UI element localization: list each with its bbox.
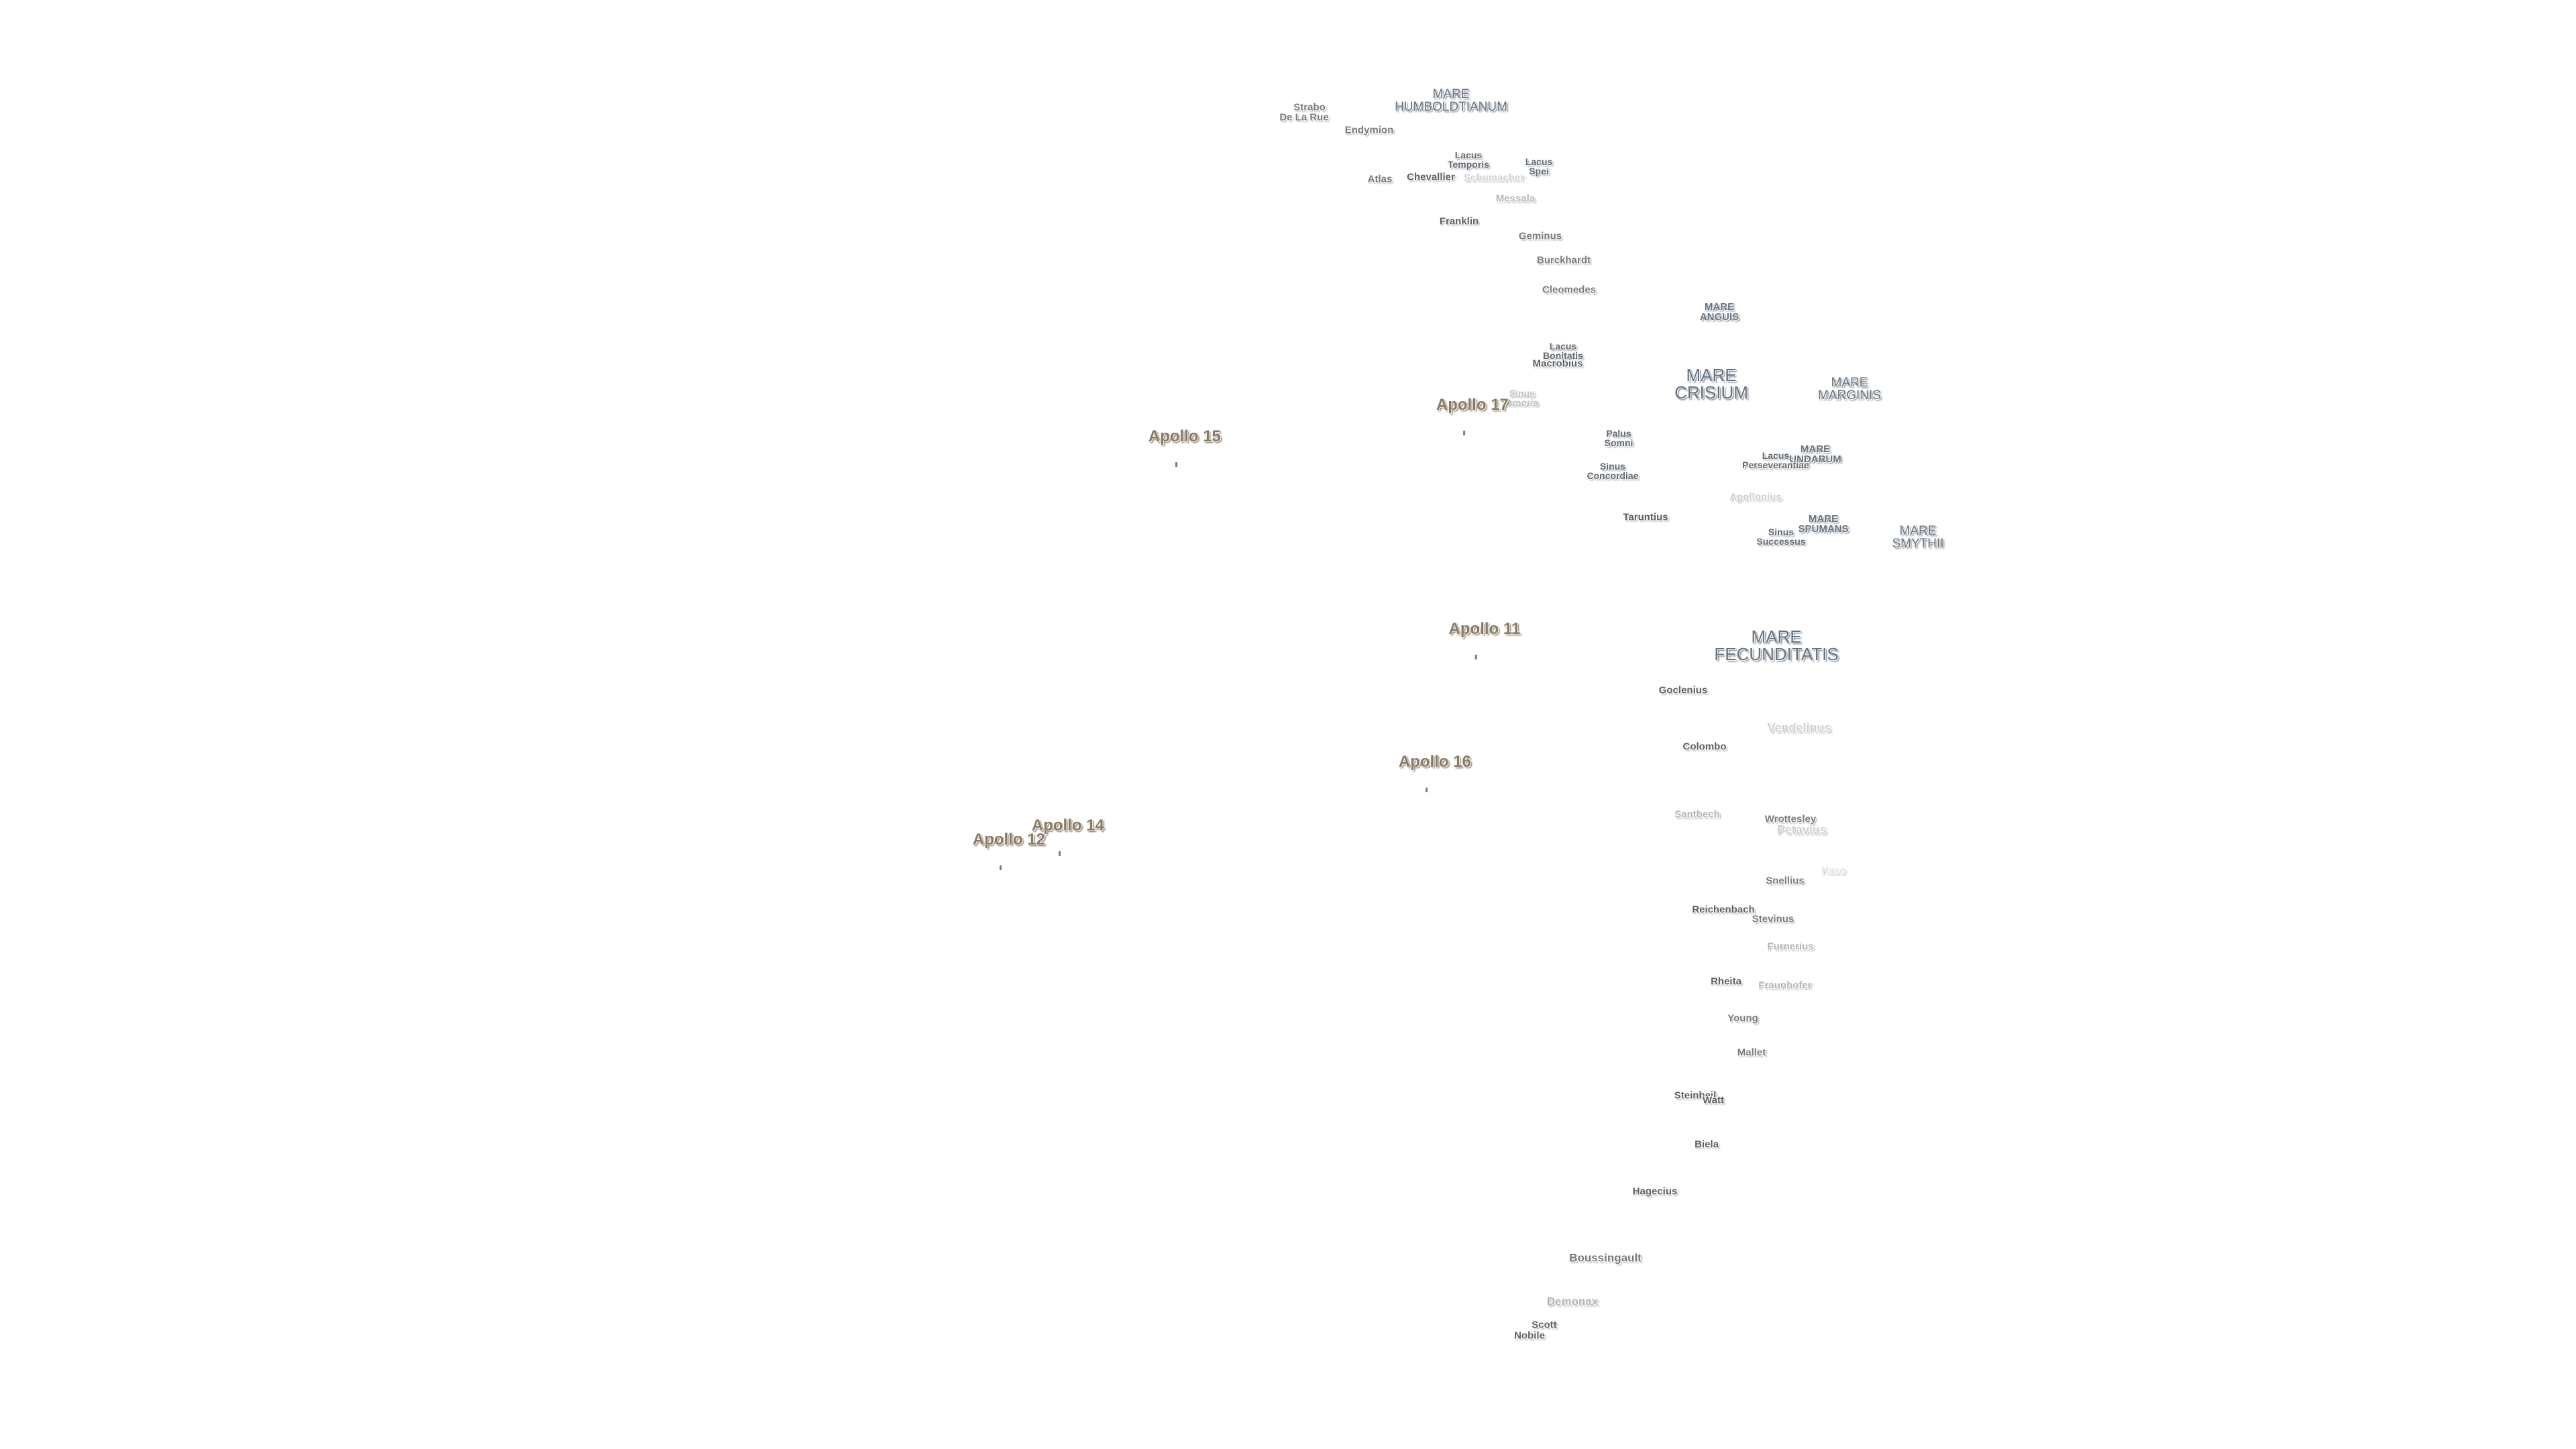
crater-messala-label: Messala (1495, 193, 1536, 205)
crater-snellius-label: Snellius (1766, 875, 1805, 887)
mare-crisium-label: MARE CRISIUM (1674, 365, 1748, 402)
apollo-14-site-label[interactable]: Apollo 14 (1014, 802, 1104, 856)
sinus-amoris-label: Sinus Amoris (1505, 388, 1539, 408)
crater-chevallier-label: Chevallier (1407, 171, 1455, 183)
crater-de-la-rue-label: De La Rue (1279, 111, 1329, 123)
apollo-11-name: Apollo 11 (1448, 620, 1521, 638)
crater-petavius-label: Petavius (1776, 823, 1827, 837)
mare-fecunditatis-label: MARE FECUNDITATIS (1714, 627, 1839, 664)
crater-mallet-label: Mallet (1737, 1046, 1766, 1059)
mare-marginis-label: MARE MARGINIS (1818, 376, 1881, 402)
crater-furnerius-label: Furnerius (1767, 941, 1814, 953)
crater-schumacher-label: Schumacher (1463, 172, 1525, 184)
sinus-concordiae-label: Sinus Concordiae (1587, 461, 1639, 481)
crater-fraunhofer-label: Fraunhofer (1758, 979, 1812, 991)
apollo-11-site-label[interactable]: Apollo 11 (1432, 605, 1521, 659)
mare-undarum-label: MARE UNDARUM (1789, 443, 1841, 465)
crater-santbech-label: Santbech (1674, 808, 1720, 820)
landing-pin-icon (1175, 462, 1177, 467)
crater-geminus-label: Geminus (1518, 230, 1562, 242)
landing-pin-icon (999, 865, 1002, 870)
mare-smythii-label: MARE SMYTHII (1892, 524, 1944, 551)
crater-burckhardt-label: Burckhardt (1536, 254, 1591, 266)
landing-pin-icon (1462, 431, 1465, 435)
landing-pin-icon (1425, 788, 1428, 792)
apollo-15-site-label[interactable]: Apollo 15 (1131, 413, 1221, 467)
crater-boussingault-label: Boussingault (1569, 1251, 1642, 1265)
apollo-16-name: Apollo 16 (1398, 753, 1471, 771)
apollo-17-site-label[interactable]: Apollo 17 (1419, 381, 1509, 435)
crater-goclenius-label: Goclenius (1658, 684, 1708, 696)
crater-vendelinus-label: Vendelinus (1767, 721, 1831, 735)
crater-cleomedes-label: Cleomedes (1542, 284, 1597, 296)
crater-rheita-label: Rheita (1711, 975, 1741, 987)
crater-reichenbach-label: Reichenbach (1692, 904, 1755, 916)
sinus-successus-label: Sinus Successus (1756, 527, 1806, 547)
crater-young-label: Young (1727, 1012, 1758, 1024)
apollo-16-site-label[interactable]: Apollo 16 (1381, 738, 1471, 792)
crater-atlas-label: Atlas (1367, 173, 1393, 185)
crater-taruntius-label: Taruntius (1623, 511, 1668, 523)
crater-steinheil-label: Steinheil (1674, 1089, 1717, 1102)
crater-wrottesley-label: Wrottesley (1764, 813, 1817, 825)
lacus-bonitatis-label: Lacus Bonitatis (1543, 341, 1583, 361)
crater-hase-label: Hase (1821, 865, 1845, 877)
apollo-14-name: Apollo 14 (1031, 816, 1104, 835)
crater-strabo-label: Strabo (1293, 101, 1326, 113)
crater-demonax-label: Demonax (1546, 1295, 1599, 1308)
lacus-temporis-label: Lacus Temporis (1448, 150, 1489, 170)
crater-colombo-label: Colombo (1682, 741, 1727, 753)
landing-pin-icon (1475, 655, 1477, 659)
mare-spumans-label: MARE SPUMANS (1798, 513, 1849, 535)
crater-franklin-label: Franklin (1439, 215, 1479, 227)
apollo-15-name: Apollo 15 (1148, 427, 1221, 445)
apollo-17-name: Apollo 17 (1436, 396, 1509, 414)
crater-stevinus-label: Stevinus (1752, 913, 1794, 925)
landing-pin-icon (1058, 851, 1061, 856)
crater-watt-label: Watt (1703, 1094, 1724, 1106)
crater-apollonius-label: Apollonius (1729, 491, 1782, 503)
crater-macrobius-label: Macrobius (1532, 358, 1583, 370)
crater-nobile-label: Nobile (1514, 1330, 1545, 1342)
apollo-12-site-label[interactable]: Apollo 12 (955, 816, 1045, 870)
apollo-12-name: Apollo 12 (972, 830, 1045, 849)
mare-humboldtianum-label: MARE HUMBOLDTIANUM (1395, 87, 1507, 114)
crater-scott-label: Scott (1532, 1319, 1557, 1331)
crater-endymion-label: Endymion (1344, 124, 1394, 136)
lacus-spei-label: Lacus Spei (1525, 156, 1553, 176)
mare-anguis-label: MARE ANGUIS (1699, 301, 1739, 323)
crater-hagecius-label: Hagecius (1632, 1185, 1678, 1197)
crater-biela-label: Biela (1695, 1138, 1719, 1150)
lacus-perseverantiae-label: Lacus Perseverantiae (1742, 450, 1809, 470)
palus-somni-label: Palus Somni (1604, 428, 1633, 448)
